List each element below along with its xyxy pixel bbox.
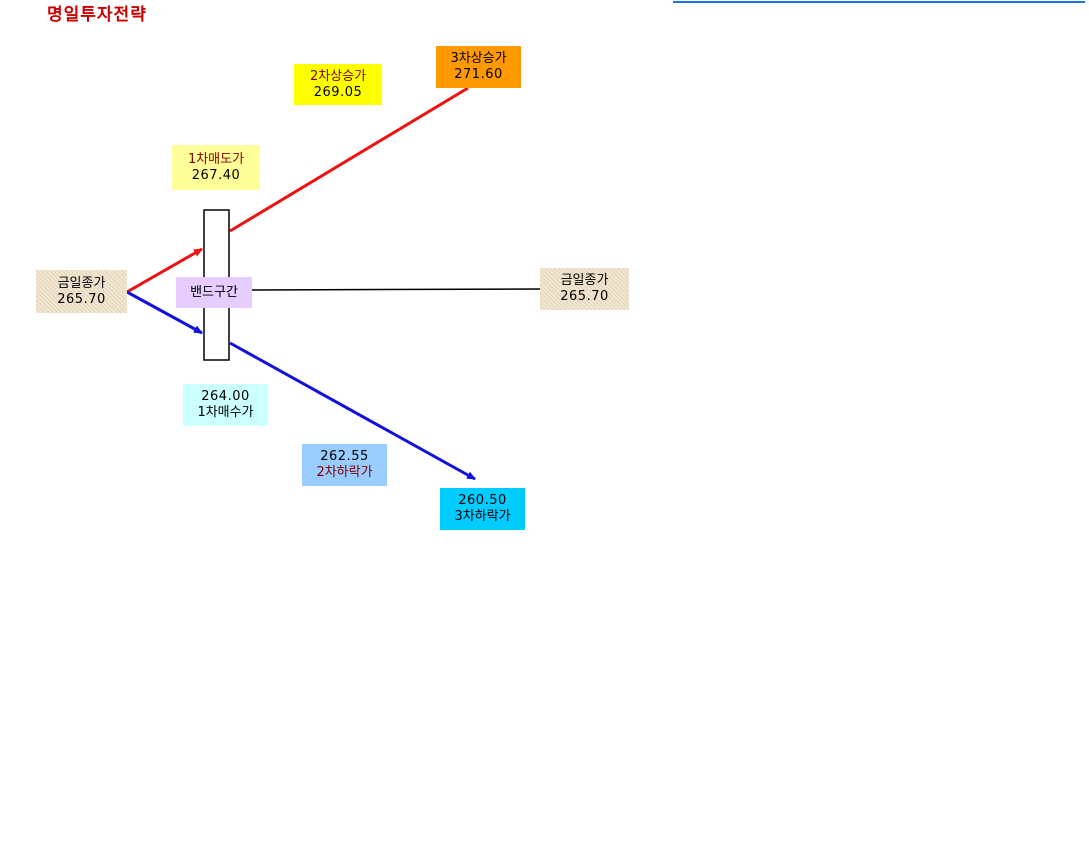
up-arrow-short: [126, 247, 203, 294]
band-label: 밴드구간: [190, 284, 238, 300]
up2-label: 2차상승가: [309, 68, 367, 84]
down3-box: 260.50 3차하락가: [440, 488, 525, 530]
sell1-label: 1차매도가: [187, 151, 245, 167]
close-right-value: 265.70: [560, 289, 609, 304]
page-title: 명일투자전략: [47, 5, 147, 25]
up-trend-line: [229, 86, 469, 233]
up3-label: 3차상승가: [450, 51, 507, 66]
down2-label: 2차하락가: [316, 465, 373, 480]
down3-value: 260.50: [458, 493, 507, 508]
up2-box: 2차상승가 269.05: [294, 64, 382, 105]
close-left-value: 265.70: [57, 291, 106, 307]
up3-value: 271.60: [454, 67, 503, 82]
close-left-box: 금일종가 265.70: [36, 270, 127, 313]
down2-value: 262.55: [320, 449, 369, 464]
sell1-box: 1차매도가 267.40: [172, 145, 260, 190]
buy1-box: 264.00 1차매수가: [183, 384, 268, 426]
flat-line: [251, 288, 541, 291]
up3-box: 3차상승가 271.60: [436, 46, 521, 88]
down2-box: 262.55 2차하락가: [302, 444, 387, 486]
close-right-box: 금일종가 265.70: [540, 268, 629, 310]
down-arrow-short: [126, 290, 203, 335]
close-right-label: 금일종가: [560, 273, 609, 288]
down3-label: 3차하락가: [454, 509, 511, 524]
buy1-value: 264.00: [201, 389, 250, 404]
down-trend-line: [229, 341, 476, 481]
top-divider: [673, 1, 1085, 3]
buy1-label: 1차매수가: [197, 405, 254, 420]
sell1-value: 267.40: [191, 167, 241, 183]
band-label-box: 밴드구간: [176, 277, 252, 308]
up2-value: 269.05: [313, 84, 363, 100]
close-left-label: 금일종가: [57, 275, 106, 291]
